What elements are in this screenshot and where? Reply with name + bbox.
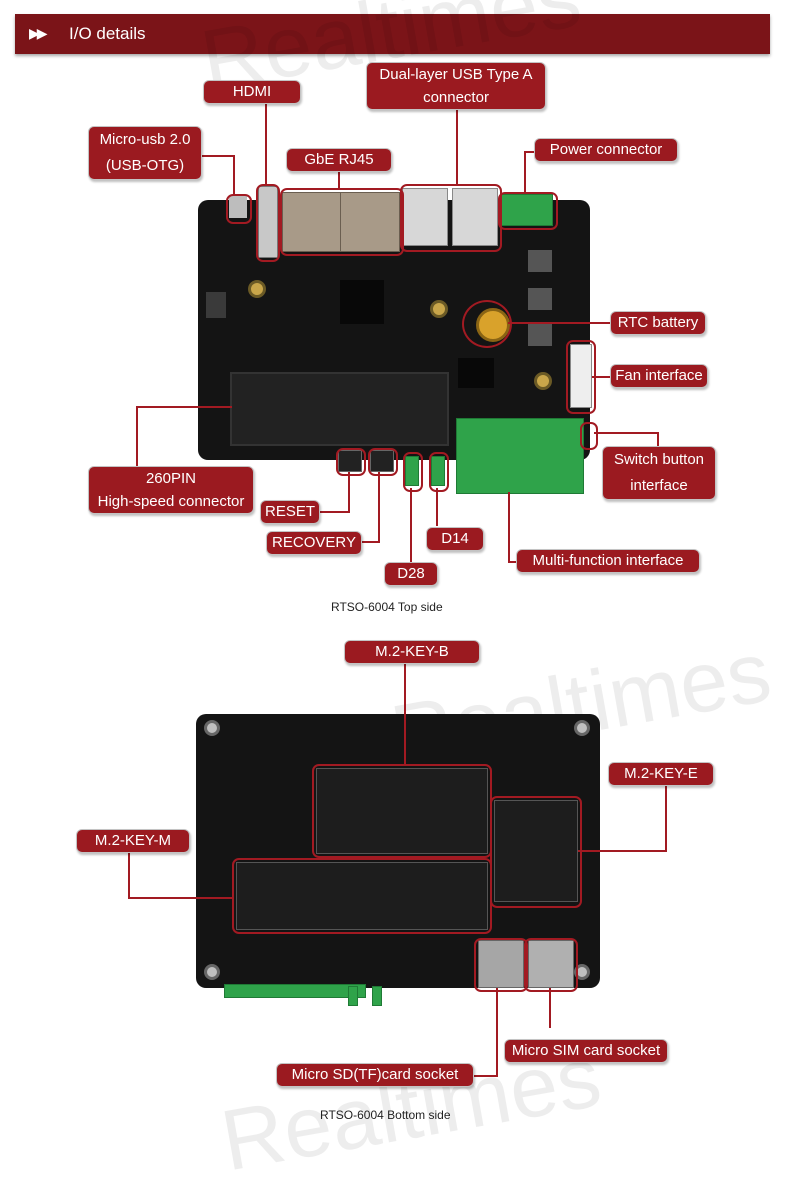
label-hdmi: HDMI [203, 80, 301, 104]
sd-socket [478, 940, 524, 988]
section-title: I/O details [69, 24, 146, 43]
label-gbe-rj45: GbE RJ45 [286, 148, 392, 172]
label-m2-key-m: M.2-KEY-M [76, 829, 190, 853]
label-fan-interface: Fan interface [610, 364, 708, 388]
label-260pin: 260PIN High-speed connector [88, 466, 254, 514]
label-micro-sim: Micro SIM card socket [504, 1039, 668, 1063]
m2-key-m-slot [236, 862, 488, 930]
label-micro-usb: Micro-usb 2.0 (USB-OTG) [88, 126, 202, 180]
m2-key-e-slot [494, 800, 578, 902]
section-header: ▶▶ I/O details [15, 14, 770, 54]
label-m2-key-b: M.2-KEY-B [344, 640, 480, 664]
label-multi-function: Multi-function interface [516, 549, 700, 573]
double-arrow-icon: ▶▶ [29, 25, 47, 41]
multi-function-connector [456, 418, 584, 494]
label-power-connector: Power connector [534, 138, 678, 162]
label-recovery: RECOVERY [266, 531, 362, 555]
bottom-caption: RTSO-6004 Bottom side [320, 1108, 451, 1122]
label-rtc-battery: RTC battery [610, 311, 706, 335]
label-m2-key-e: M.2-KEY-E [608, 762, 714, 786]
label-d14: D14 [426, 527, 484, 551]
label-switch-button: Switch button interface [602, 446, 716, 500]
top-caption: RTSO-6004 Top side [331, 600, 443, 614]
sim-socket [528, 940, 574, 988]
label-micro-sd: Micro SD(TF)card socket [276, 1063, 474, 1087]
label-d28: D28 [384, 562, 438, 586]
label-reset: RESET [260, 500, 320, 524]
m2-key-b-slot [316, 768, 488, 854]
sodimm-slot [230, 372, 449, 446]
label-usb-a: Dual-layer USB Type A connector [366, 62, 546, 110]
